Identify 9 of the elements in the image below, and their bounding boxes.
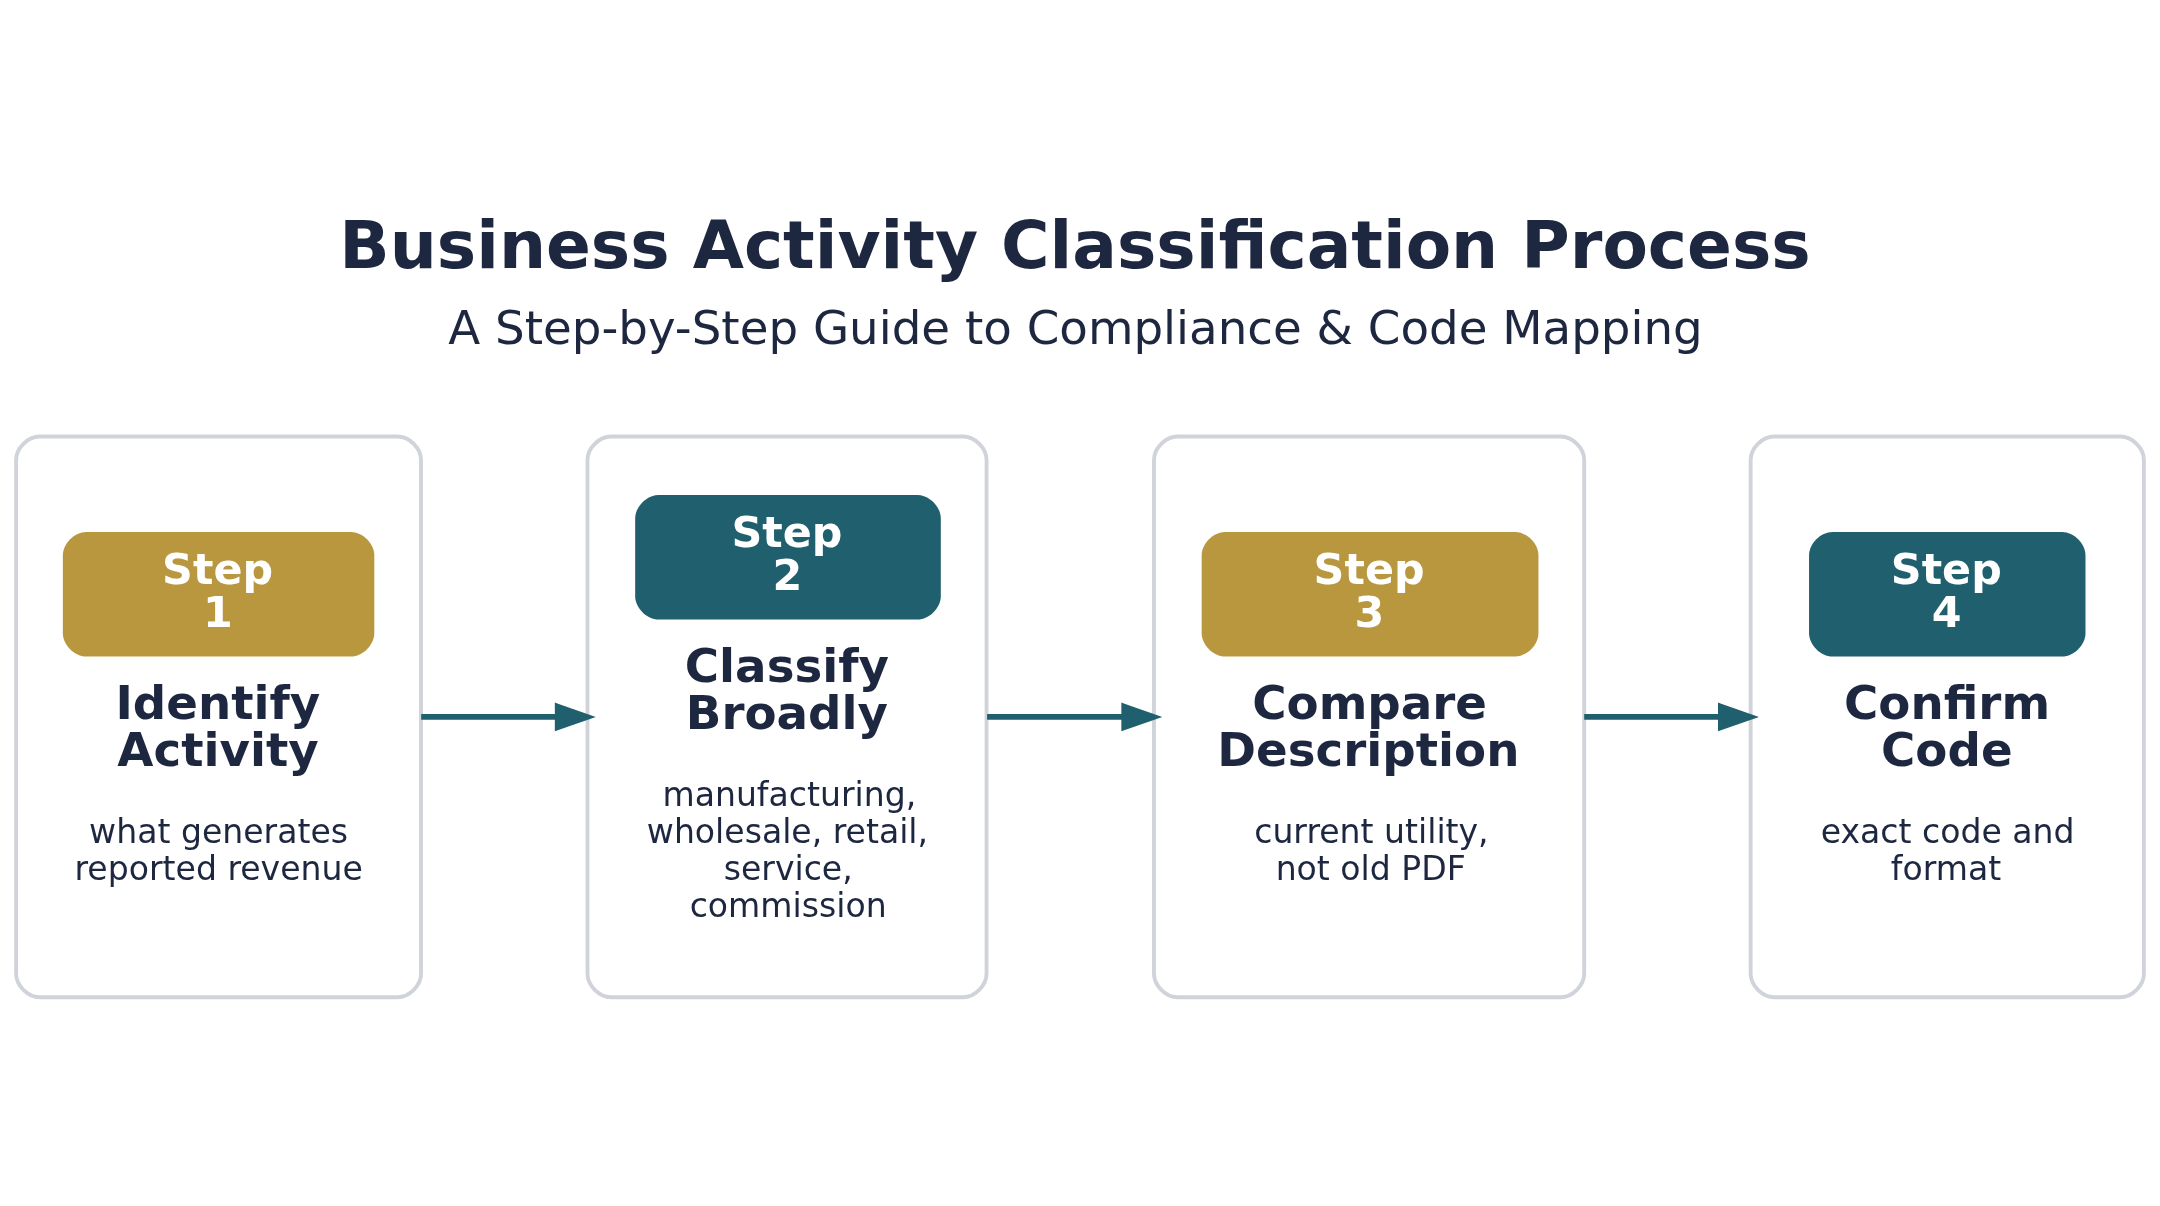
arrow xyxy=(987,702,1163,732)
arrow xyxy=(1584,702,1759,732)
node-box: Step 2 Classify Broadly manufacturing, wholesale, retail, service, commission xyxy=(585,434,989,1000)
node-box: Step 1 Identify Activity what generates reported revenue xyxy=(14,434,423,1000)
arrow xyxy=(421,702,596,732)
label: A Step-by-Step Guide to Compliance & Code Mapping xyxy=(448,300,1703,355)
diagram-title: Business Activity Classification Process xyxy=(339,206,1811,284)
node-box: Step 4 Confirm Code exact code and format xyxy=(1748,434,2146,1000)
node-box: Step 3 Compare Description current utility, not old PDF xyxy=(1152,434,1587,1000)
